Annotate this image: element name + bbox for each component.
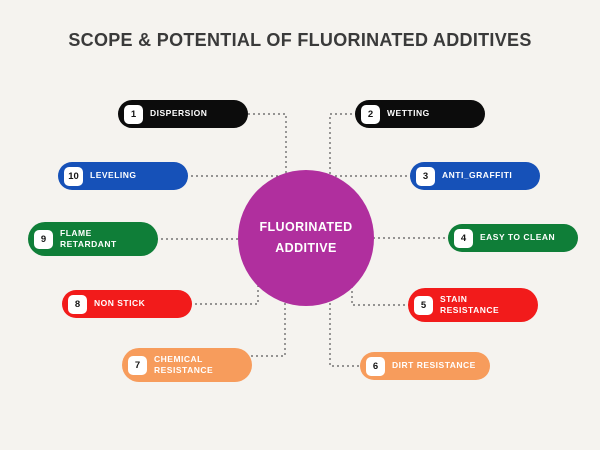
item-wetting: 2 WETTING: [355, 100, 485, 128]
item-dispersion: 1 DISPERSION: [118, 100, 248, 128]
item-label: LEVELING: [90, 170, 137, 181]
item-dirt-resistance: 6 DIRT RESISTANCE: [360, 352, 490, 380]
page-title: SCOPE & POTENTIAL OF FLUORINATED ADDITIV…: [68, 30, 532, 50]
item-label: NON STICK: [94, 298, 146, 309]
item-number: 6: [366, 356, 385, 376]
item-number: 9: [34, 229, 53, 249]
item-flame-retardant: 9 FLAME RETARDANT: [28, 222, 158, 256]
connector-dirt-resistance: [329, 268, 364, 367]
center-node-label: FLUORINATED ADDITIVE: [259, 219, 353, 255]
item-label: FLAME RETARDANT: [60, 227, 117, 249]
item-chemical-resistance: 7 CHEMICAL RESISTANCE: [122, 348, 252, 382]
connector-non-stick: [190, 278, 259, 305]
item-anti-graffiti: 3 ANTI_GRAFFITI: [410, 162, 540, 190]
item-number: 4: [454, 228, 473, 248]
item-number: 7: [128, 355, 147, 375]
connector-stain-resistance: [351, 278, 410, 306]
item-number: 2: [361, 104, 380, 124]
item-label: WETTING: [387, 108, 430, 119]
item-number: 1: [124, 104, 143, 124]
item-label: STAIN RESISTANCE: [440, 293, 500, 315]
item-label: DISPERSION: [150, 108, 208, 119]
item-non-stick: 8 NON STICK: [62, 290, 192, 318]
item-easy-to-clean: 4 EASY TO CLEAN: [448, 224, 578, 252]
item-leveling: 10 LEVELING: [58, 162, 188, 190]
item-label: CHEMICAL RESISTANCE: [154, 353, 214, 375]
item-number: 10: [64, 166, 83, 186]
center-node: FLUORINATED ADDITIVE: [238, 170, 374, 306]
item-number: 8: [68, 294, 87, 314]
item-label: EASY TO CLEAN: [480, 232, 556, 243]
item-label: ANTI_GRAFFITI: [442, 170, 513, 181]
item-number: 3: [416, 166, 435, 186]
item-number: 5: [414, 295, 433, 315]
connector-chemical-resistance: [250, 268, 286, 357]
item-stain-resistance: 5 STAIN RESISTANCE: [408, 288, 538, 322]
item-label: DIRT RESISTANCE: [392, 360, 476, 371]
